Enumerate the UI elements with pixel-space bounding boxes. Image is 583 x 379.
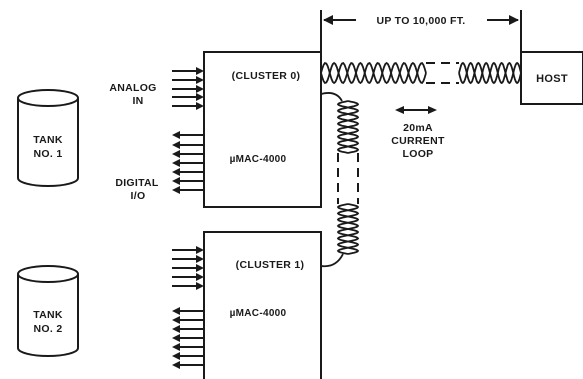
host-label: HOST bbox=[536, 73, 568, 85]
output-arrow-icon bbox=[172, 168, 180, 176]
controller-1-model-label: µMAC-4000 bbox=[230, 308, 287, 319]
wire-exit-1 bbox=[320, 253, 344, 268]
current-loop-horizontal bbox=[320, 61, 522, 85]
controller-0-cluster-label: (CLUSTER 0) bbox=[232, 70, 301, 82]
twisted-pair-bottom bbox=[336, 203, 360, 255]
controller-1-rect bbox=[203, 231, 322, 379]
current-loop-label-line1: 20mA bbox=[403, 122, 433, 134]
current-loop-label-line3: LOOP bbox=[403, 148, 434, 160]
output-arrow-icon bbox=[172, 325, 180, 333]
tank-2-top bbox=[17, 265, 79, 283]
output-arrow-icon bbox=[172, 316, 180, 324]
output-arrow-icon bbox=[172, 352, 180, 360]
tank-1: TANK NO. 1 bbox=[17, 89, 79, 187]
tank-2-label-line1: TANK bbox=[33, 309, 63, 321]
output-arrow-icon bbox=[172, 361, 180, 369]
twisted-pair-top bbox=[336, 100, 360, 154]
controller-0-io-arrows bbox=[172, 67, 204, 194]
output-arrow-icon bbox=[172, 343, 180, 351]
output-arrow-icon bbox=[172, 131, 180, 139]
arrow-left-icon bbox=[323, 15, 333, 25]
tank-2-body bbox=[17, 274, 79, 357]
output-arrow-icon bbox=[172, 334, 180, 342]
controller-1-cluster-label: (CLUSTER 1) bbox=[236, 259, 305, 271]
double-arrow-left-icon bbox=[395, 106, 404, 114]
output-arrow-icon bbox=[172, 150, 180, 158]
twisted-wire-2 bbox=[336, 203, 360, 255]
output-arrow-icon bbox=[172, 141, 180, 149]
twisted-pair-right bbox=[458, 61, 522, 85]
tank-1-label-line2: NO. 1 bbox=[34, 148, 63, 160]
analog-in-label-line1: ANALOG bbox=[109, 82, 156, 94]
input-arrow-icon bbox=[196, 282, 204, 290]
controller-0: (CLUSTER 0) µMAC-4000 bbox=[172, 51, 322, 208]
controller-0-rect bbox=[203, 51, 322, 208]
input-arrow-icon bbox=[196, 67, 204, 75]
tank-1-body bbox=[17, 98, 79, 187]
controller-0-model-label: µMAC-4000 bbox=[230, 154, 287, 165]
output-arrow-icon bbox=[172, 177, 180, 185]
input-arrow-icon bbox=[196, 76, 204, 84]
controller-1: (CLUSTER 1) µMAC-4000 bbox=[172, 231, 322, 379]
twisted-pair-left bbox=[320, 61, 427, 85]
tank-1-label-line1: TANK bbox=[33, 134, 63, 146]
current-loop-label-line2: CURRENT bbox=[391, 135, 445, 147]
input-arrow-icon bbox=[196, 246, 204, 254]
analog-in-label-line2: IN bbox=[132, 95, 143, 107]
twisted-wire-2 bbox=[336, 100, 360, 154]
input-arrow-icon bbox=[196, 255, 204, 263]
tank-2: TANK NO. 2 bbox=[17, 265, 79, 357]
tank-2-label-line2: NO. 2 bbox=[34, 323, 63, 335]
input-arrow-icon bbox=[196, 93, 204, 101]
digital-io-label-line1: DIGITAL bbox=[115, 177, 159, 189]
twisted-wire-2 bbox=[320, 61, 427, 85]
output-arrow-icon bbox=[172, 186, 180, 194]
input-arrow-icon bbox=[196, 85, 204, 93]
twisted-wire-2 bbox=[458, 61, 522, 85]
host-box: HOST bbox=[520, 51, 583, 105]
current-loop-vertical bbox=[320, 92, 360, 268]
host-rect bbox=[520, 51, 583, 105]
input-arrow-icon bbox=[196, 273, 204, 281]
wire-exit-0 bbox=[320, 92, 343, 102]
controller-1-io-arrows bbox=[172, 246, 204, 369]
digital-io-label-line2: I/O bbox=[131, 190, 146, 202]
output-arrow-icon bbox=[172, 159, 180, 167]
tank-1-top bbox=[17, 89, 79, 107]
input-arrow-icon bbox=[196, 264, 204, 272]
distance-label: UP TO 10,000 FT. bbox=[376, 15, 465, 27]
input-arrow-icon bbox=[196, 102, 204, 110]
distance-dimension: UP TO 10,000 FT. bbox=[320, 10, 522, 52]
double-arrow-right-icon bbox=[428, 106, 437, 114]
arrow-right-icon bbox=[509, 15, 519, 25]
output-arrow-icon bbox=[172, 307, 180, 315]
current-loop-annotation: 20mA CURRENT LOOP bbox=[391, 106, 445, 160]
